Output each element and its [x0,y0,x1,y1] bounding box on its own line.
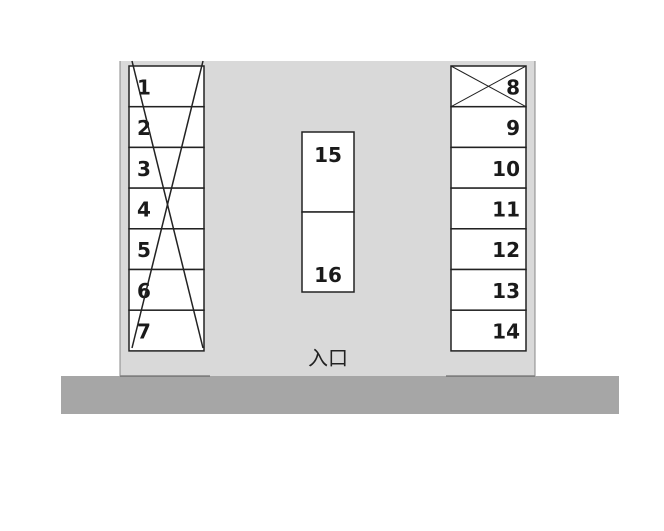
stall-number: 13 [492,279,520,303]
stall-number: 10 [492,157,520,181]
unavailable-cross-line [131,60,204,349]
stall-number: 15 [314,143,342,167]
parking-stall-16 [301,211,355,293]
stall-number: 12 [492,238,520,262]
stall-number: 14 [492,320,520,344]
stall-number: 9 [506,116,520,140]
parking-stall-12 [450,228,527,271]
right-stall-column: 8 9 10 11 12 13 14 [450,65,527,352]
stall-number: 11 [492,197,520,221]
unavailable-markers [131,60,527,349]
parking-stall-2 [128,105,205,149]
road [61,376,619,414]
unavailable-cross-line [450,65,527,108]
stall-number: 5 [137,238,151,262]
parking-stall-5 [128,228,205,271]
stall-number: 4 [137,197,151,221]
stall-number: 8 [506,75,520,99]
entrance-label: 入口 [308,346,348,370]
stall-number: 3 [137,157,151,181]
parking-stall-13 [450,268,527,311]
parking-stall-7 [128,309,205,352]
parking-stall-11 [450,187,527,230]
stall-number: 16 [314,263,342,287]
stall-number: 7 [137,320,151,344]
parking-stall-14 [450,309,527,352]
parking-stall-10 [450,146,527,189]
